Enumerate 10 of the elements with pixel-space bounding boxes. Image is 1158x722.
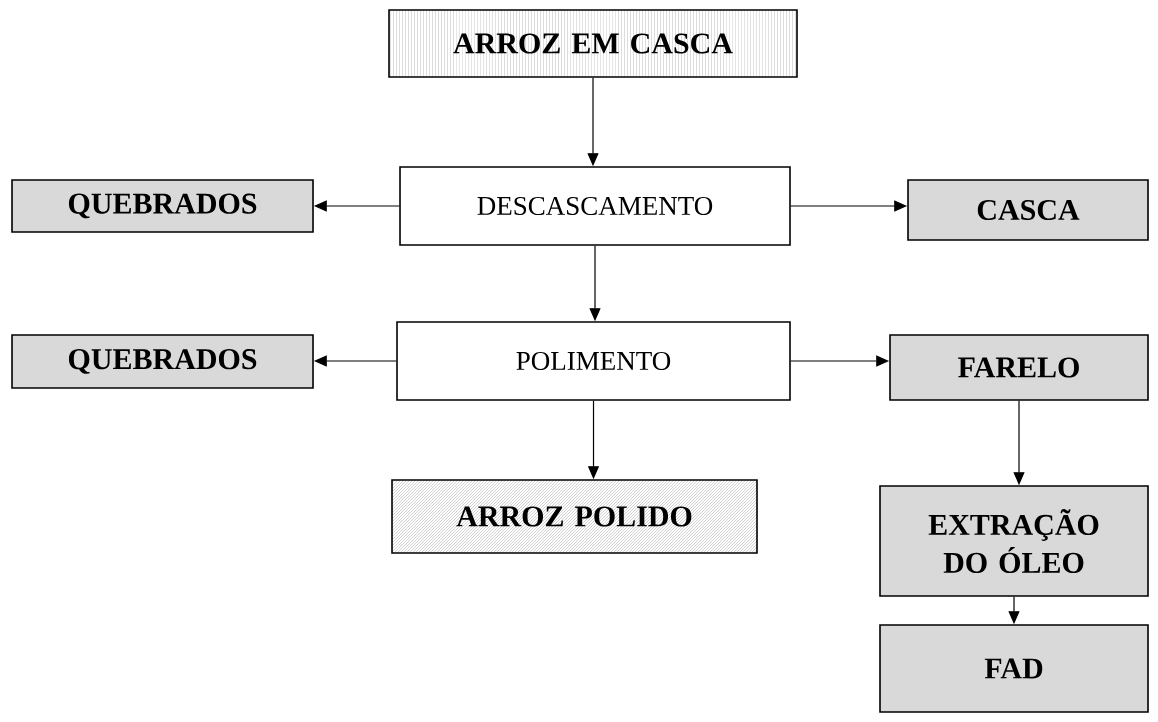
output-box: FARELO xyxy=(889,334,1149,401)
output-box: QUEBRADOS xyxy=(11,334,314,389)
output-box: EXTRAÇÃO DO ÓLEO xyxy=(879,485,1149,597)
output-box: FAD xyxy=(879,624,1149,713)
process-box: POLIMENTO xyxy=(396,321,791,401)
output-box: CASCA xyxy=(907,179,1149,241)
input-box: ARROZ EM CASCA xyxy=(388,9,798,78)
process-box: DESCASCAMENTO xyxy=(399,166,791,246)
output-box: QUEBRADOS xyxy=(11,179,314,233)
product-box: ARROZ POLIDO xyxy=(391,479,758,554)
